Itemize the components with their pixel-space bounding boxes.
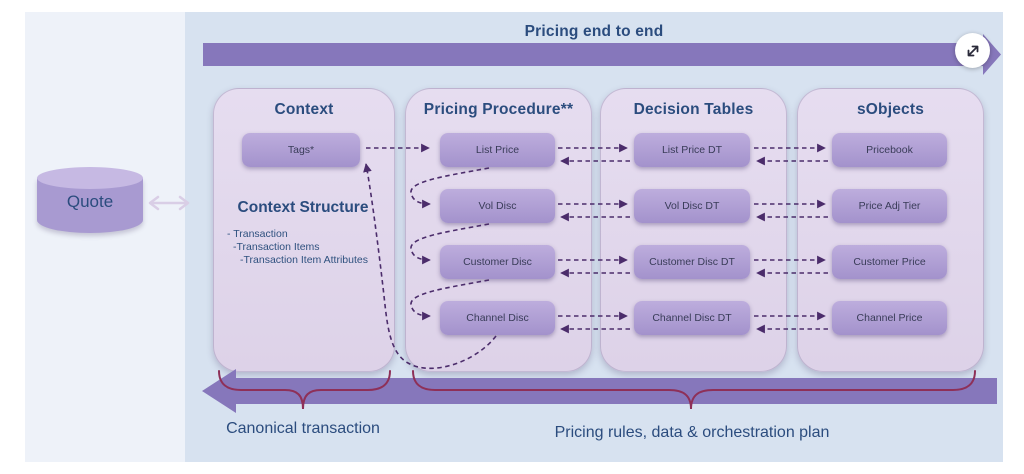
column-decision-tables-title: Decision Tables — [633, 101, 754, 118]
node-tags: Tags* — [242, 133, 360, 167]
pricing-rules-label: Pricing rules, data & orchestration plan — [554, 424, 830, 441]
node-customer-disc: Customer Disc — [440, 245, 555, 279]
cylinder-top — [37, 167, 143, 189]
node-price-adj-tier: Price Adj Tier — [832, 189, 947, 223]
diagram-title: Pricing end to end — [524, 23, 664, 40]
left-background-strip — [25, 12, 185, 462]
list-item: -Transaction Items — [233, 241, 320, 253]
node-pricebook: Pricebook — [832, 133, 947, 167]
list-item: - Transaction — [227, 228, 288, 240]
expand-icon-glyph — [967, 45, 978, 56]
node-channel-price: Channel Price — [832, 301, 947, 335]
context-structure-heading: Context Structure — [237, 199, 369, 216]
expand-icon[interactable] — [955, 33, 990, 68]
node-channel-disc-dt: Channel Disc DT — [634, 301, 750, 335]
column-sobjects-title: sObjects — [856, 101, 925, 118]
node-vol-disc: Vol Disc — [440, 189, 555, 223]
quote-label: Quote — [66, 192, 114, 211]
node-channel-disc: Channel Disc — [440, 301, 555, 335]
node-customer-price: Customer Price — [832, 245, 947, 279]
node-vol-disc-dt: Vol Disc DT — [634, 189, 750, 223]
quote-database-cylinder: Quote — [37, 167, 143, 233]
node-customer-disc-dt: Customer Disc DT — [634, 245, 750, 279]
column-pricing-procedure-title: Pricing Procedure** — [423, 101, 574, 118]
canonical-transaction-label: Canonical transaction — [226, 420, 380, 437]
context-structure-list: - Transaction -Transaction Items -Transa… — [227, 228, 368, 267]
column-context-title: Context — [274, 101, 334, 118]
list-item: -Transaction Item Attributes — [240, 254, 368, 266]
node-list-price: List Price — [440, 133, 555, 167]
node-list-price-dt: List Price DT — [634, 133, 750, 167]
